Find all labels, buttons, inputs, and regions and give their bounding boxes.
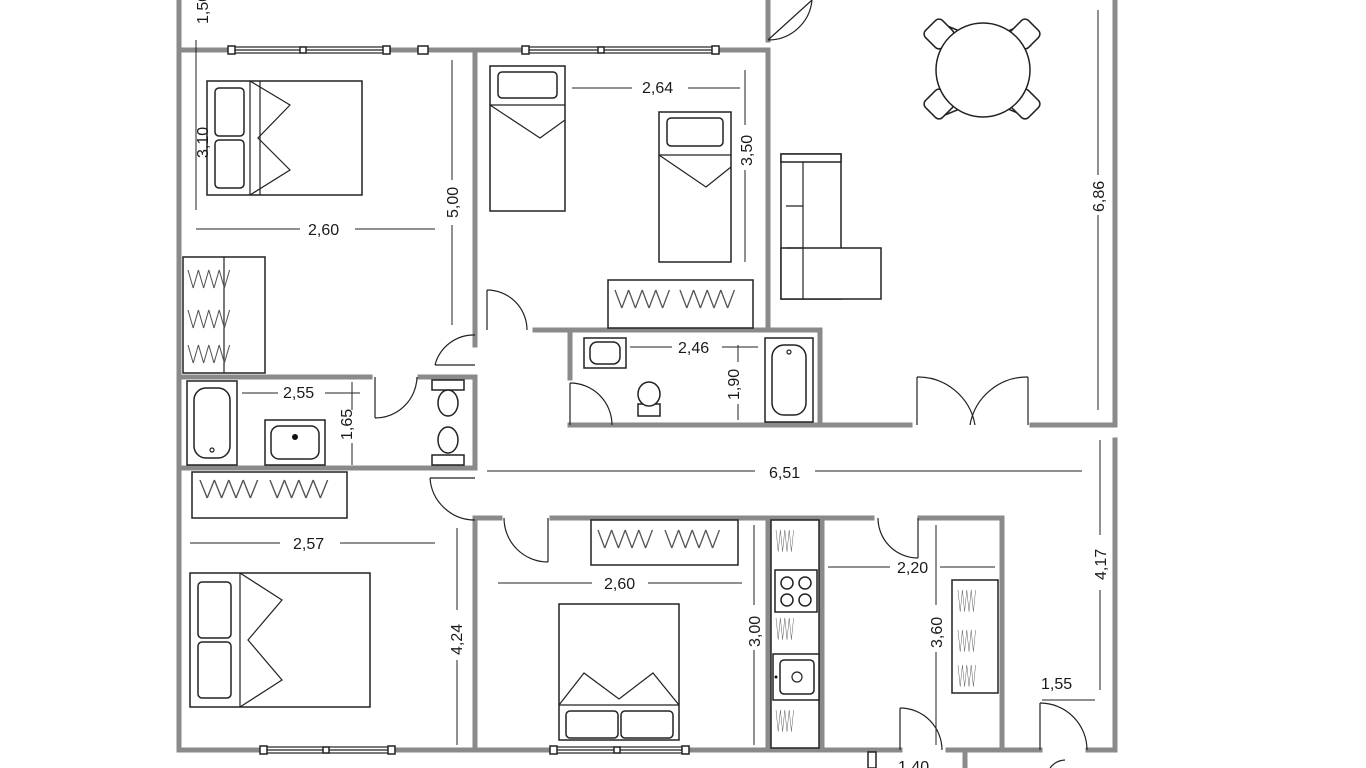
wardrobe-icon (191, 471, 348, 519)
dim-label-corridor-width: 6,51 (769, 465, 800, 482)
windows (227, 45, 877, 768)
dim-label-bedroom2-height: 3,50 (739, 135, 756, 166)
dimension-labels: 1,50 3,10 2,60 5,00 2,64 3,50 6,86 2,46 … (195, 0, 1110, 768)
sink-icon (583, 337, 627, 369)
dimension-lines (190, 10, 1101, 745)
double-bed-icon (558, 603, 680, 741)
sink-icon (264, 419, 326, 466)
dining-table-icon (923, 18, 1041, 120)
kitchen-sink-icon (772, 653, 820, 701)
dim-label-bedroom4-height: 3,00 (747, 616, 764, 647)
dim-label-bath2-width: 2,55 (283, 385, 314, 402)
dim-label-bath2-height: 1,65 (339, 409, 356, 440)
dim-label-bedroom1-total-height: 5,00 (445, 187, 462, 218)
dim-label-bedroom3-height: 4,24 (449, 624, 466, 655)
dim-label-right-height: 4,17 (1093, 549, 1110, 580)
dim-label-kitchen-width: 2,20 (897, 560, 928, 577)
bathtub-icon (764, 337, 814, 423)
wardrobe-icon (182, 256, 266, 374)
wardrobe-icon (607, 279, 754, 329)
kitchen-counter-icon (770, 519, 820, 749)
double-bed-icon (189, 572, 371, 708)
dim-label-top-left: 1,50 (195, 0, 212, 24)
toilet-icon (637, 381, 661, 417)
dim-label-bedroom4-width: 2,60 (604, 576, 635, 593)
furniture (182, 18, 1041, 749)
dim-label-bath1-width: 2,46 (678, 340, 709, 357)
wardrobe-icon (951, 579, 999, 694)
dim-label-bedroom2-width: 2,64 (642, 80, 673, 97)
dim-label-bedroom1-width: 2,60 (308, 222, 339, 239)
dim-label-bottom-width: 1,40 (898, 759, 929, 768)
toilet-icon (431, 379, 465, 466)
double-bed-icon (206, 80, 363, 196)
single-bed-icon (489, 65, 732, 263)
walls (176, 0, 1118, 768)
bathtub-icon (186, 380, 238, 466)
stove-icon (774, 569, 818, 613)
dim-label-living-height: 6,86 (1091, 181, 1108, 212)
sofa-icon (780, 153, 882, 300)
dim-label-entry-width: 1,55 (1041, 676, 1072, 693)
dim-label-bedroom1-height: 3,10 (195, 127, 212, 158)
doors (374, 0, 1088, 768)
dim-label-bath1-height: 1,90 (726, 369, 743, 400)
wardrobe-icon (590, 519, 739, 566)
dim-label-kitchen-height: 3,60 (929, 617, 946, 648)
dim-label-bedroom3-width: 2,57 (293, 536, 324, 553)
